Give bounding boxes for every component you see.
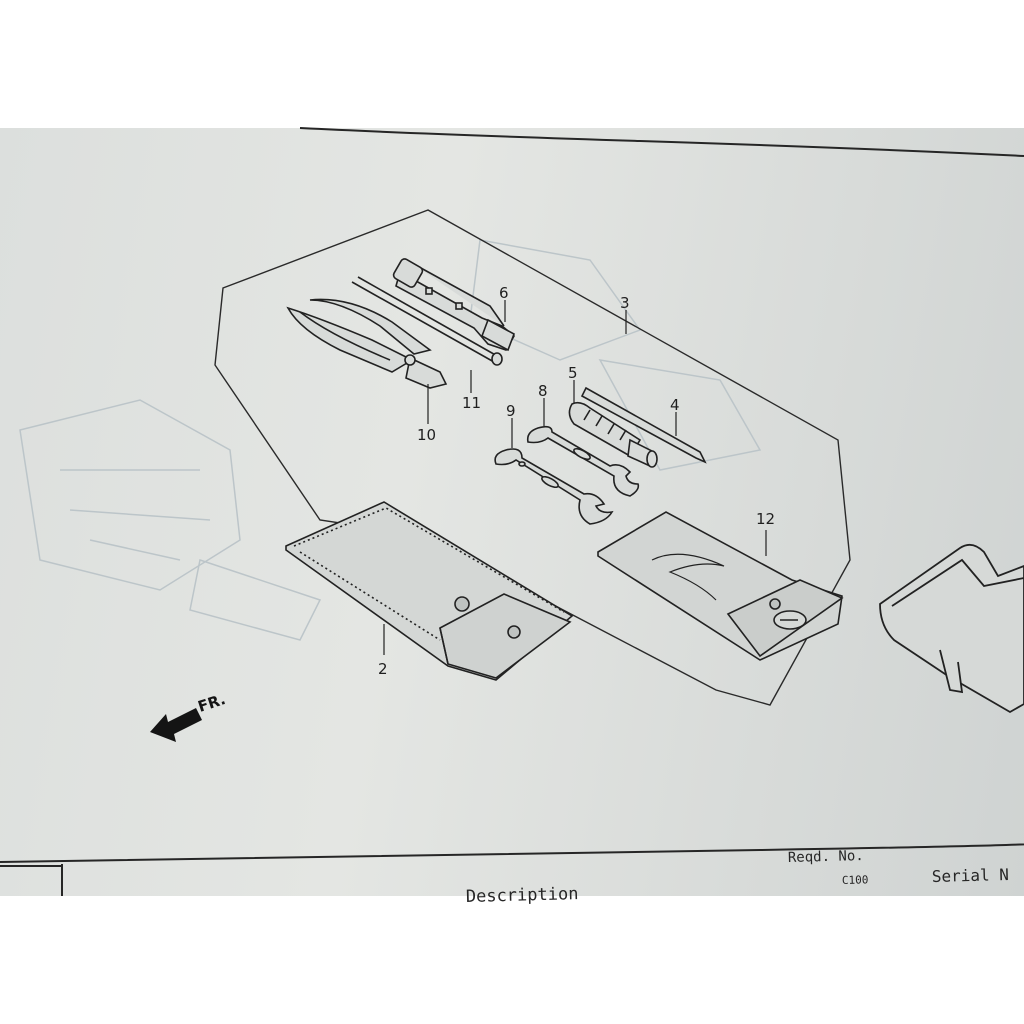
serial-header: Serial N — [932, 865, 1010, 886]
screwdriver-blade — [580, 386, 707, 464]
callout-4: 4 — [670, 396, 680, 414]
callout-10: 10 — [417, 426, 436, 444]
tool-tray-partial — [879, 543, 1024, 714]
callout-6: 6 — [499, 284, 509, 302]
spark-plug-wrench — [392, 258, 516, 352]
leader-lines — [383, 300, 767, 655]
parts-catalog-sheet — [0, 128, 1024, 896]
front-direction-label: FR. — [196, 690, 228, 716]
callout-5: 5 — [568, 364, 578, 382]
description-header: Description — [466, 884, 579, 907]
callout-11: 11 — [462, 394, 481, 412]
table-rules — [0, 842, 1024, 896]
bottom-background — [0, 896, 1024, 1024]
tool-kit-boundary — [214, 209, 851, 706]
front-direction-arrow: FR. — [150, 690, 228, 742]
pliers — [286, 298, 448, 389]
bleed-through-drawing — [19, 239, 762, 641]
reqd-no-header: Reqd. No. — [788, 848, 864, 866]
sheet-top-rule — [299, 127, 1024, 157]
tool-handle-bar — [351, 276, 503, 366]
top-background — [0, 0, 1024, 128]
open-end-wrench-8 — [526, 425, 640, 497]
open-end-wrench-9 — [494, 448, 614, 525]
screwdriver-handle — [568, 401, 658, 468]
tool-roll-bag — [597, 511, 844, 661]
callout-9: 9 — [506, 402, 516, 420]
callout-2: 2 — [378, 660, 388, 678]
model-code: C100 — [842, 873, 869, 887]
tool-bag — [285, 501, 574, 681]
callout-8: 8 — [538, 382, 548, 400]
callout-12: 12 — [756, 510, 775, 528]
callout-3: 3 — [620, 294, 630, 312]
